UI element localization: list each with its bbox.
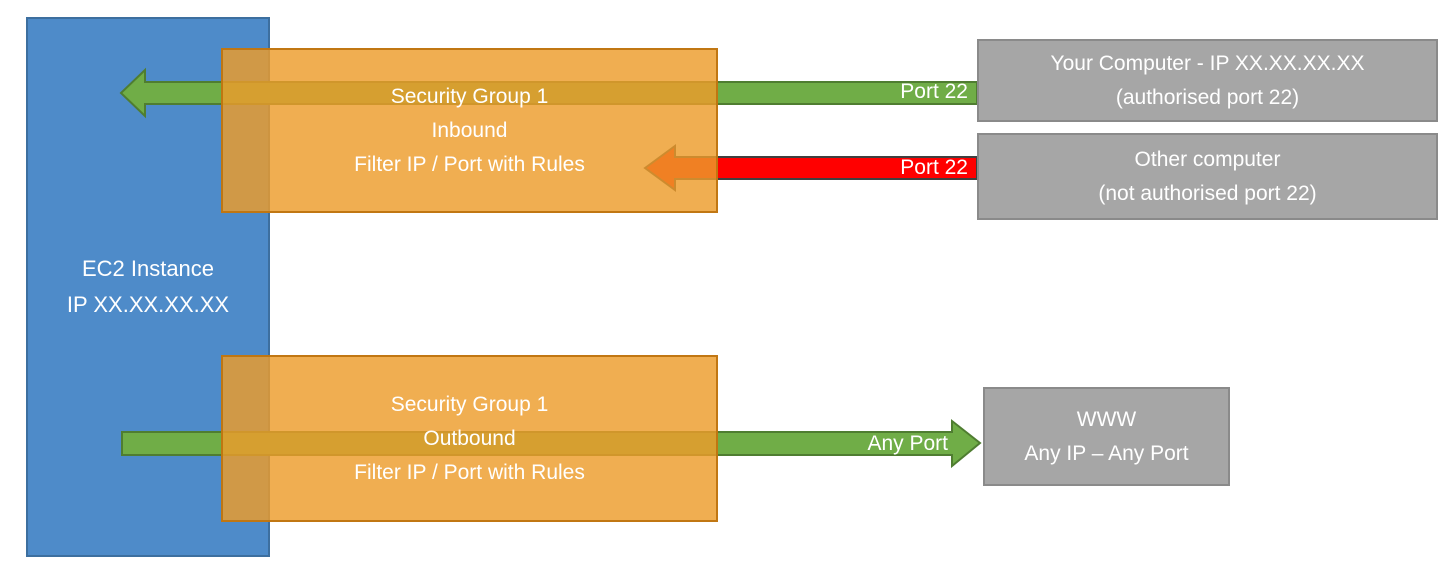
security-group-inbound-box: Security Group 1 Inbound Filter IP / Por… <box>221 48 718 213</box>
your-computer-box: Your Computer - IP XX.XX.XX.XX (authoris… <box>977 39 1438 122</box>
inbound-group-name: Security Group 1 <box>390 84 549 108</box>
www-title: WWW <box>1076 407 1137 431</box>
other-computer-title: Other computer <box>1134 147 1281 171</box>
ec2-instance-title: EC2 Instance <box>81 256 215 281</box>
inbound-allowed-port-label: Port 22 <box>900 80 968 103</box>
outbound-port-label: Any Port <box>867 432 948 455</box>
outbound-group-rule: Filter IP / Port with Rules <box>354 460 585 484</box>
security-group-outbound-box: Security Group 1 Outbound Filter IP / Po… <box>221 355 718 522</box>
inbound-blocked-port-label: Port 22 <box>900 156 968 179</box>
www-subtitle: Any IP – Any Port <box>1024 441 1189 465</box>
your-computer-subtitle: (authorised port 22) <box>1115 85 1300 109</box>
your-computer-title: Your Computer - IP XX.XX.XX.XX <box>1050 51 1365 75</box>
other-computer-subtitle: (not authorised port 22) <box>1098 181 1317 205</box>
other-computer-box: Other computer (not authorised port 22) <box>977 133 1438 220</box>
www-box: WWW Any IP – Any Port <box>983 387 1230 486</box>
outbound-group-direction: Outbound <box>423 426 516 450</box>
inbound-group-rule: Filter IP / Port with Rules <box>354 152 585 176</box>
ec2-instance-ip: IP XX.XX.XX.XX <box>66 292 230 317</box>
inbound-group-direction: Inbound <box>431 118 508 142</box>
outbound-group-name: Security Group 1 <box>390 392 549 416</box>
